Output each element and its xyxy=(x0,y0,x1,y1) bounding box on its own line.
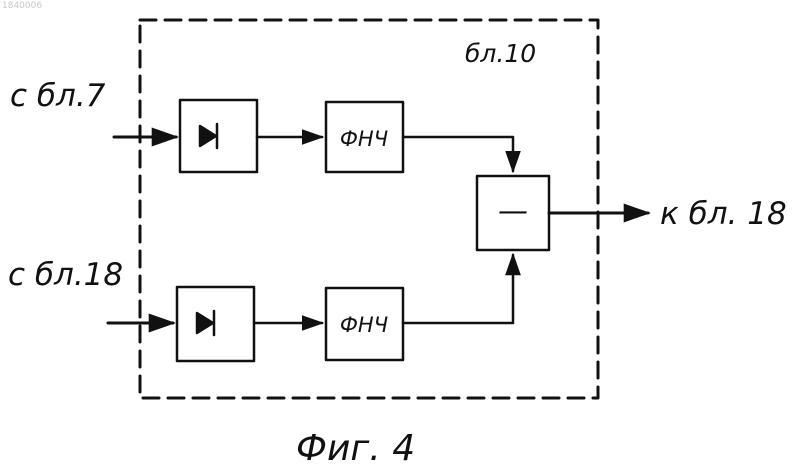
block-10-label: бл.10 xyxy=(465,39,536,68)
diode-icon xyxy=(200,124,217,148)
subtractor-label: — xyxy=(498,194,528,229)
document-id: 1840006 xyxy=(2,1,42,11)
rectifier-block-bottom xyxy=(177,287,254,361)
lpf-label-bottom: ФНЧ xyxy=(340,313,388,337)
input-label-top: с бл.7 xyxy=(10,78,106,114)
input-label-bottom: с бл.18 xyxy=(8,257,123,293)
figure-caption: Фиг. 4 xyxy=(296,428,415,469)
block-10-enclosure xyxy=(140,20,598,398)
diode-icon xyxy=(197,311,214,335)
lpf-label-top: ФНЧ xyxy=(340,127,388,151)
output-label: к бл. 18 xyxy=(660,196,787,232)
rectifier-block-top xyxy=(180,100,257,172)
lpf-to-subtractor-line-bottom xyxy=(403,255,513,323)
lpf-to-subtractor-line-top xyxy=(403,137,513,171)
